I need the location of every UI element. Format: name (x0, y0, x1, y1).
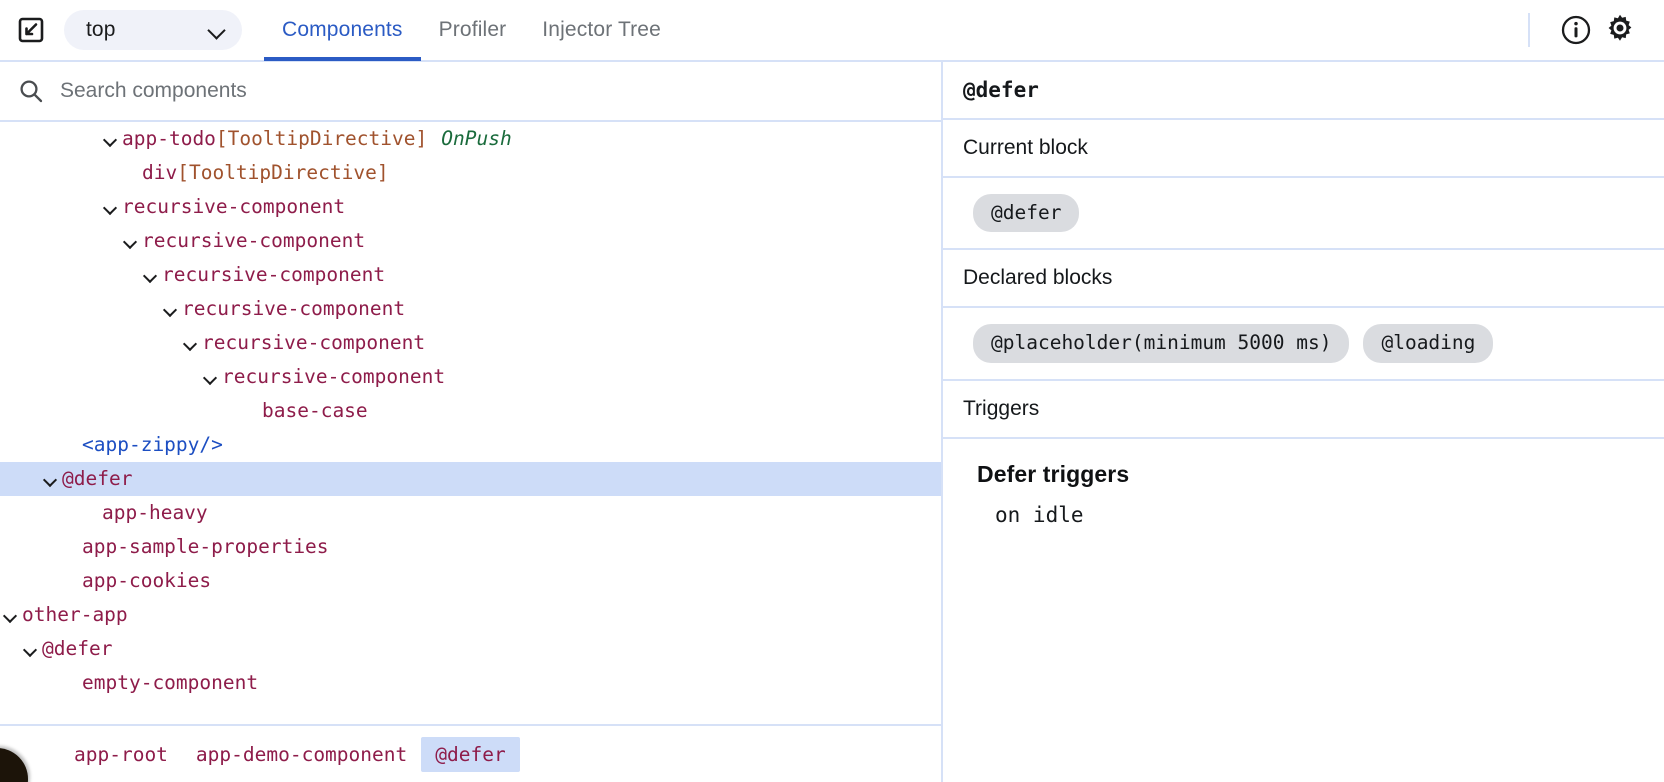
tree-toggle-spacer (240, 394, 262, 428)
tree-row[interactable]: app-todo[TooltipDirective] OnPush (0, 122, 941, 156)
tree-node-name: empty-component (82, 671, 259, 694)
section-header-triggers[interactable]: Triggers (943, 381, 1664, 439)
tree-node-change-detection-flag: OnPush (441, 127, 512, 150)
tree-node-name: recursive-component (122, 195, 346, 218)
breadcrumb-item[interactable]: app-root (74, 742, 168, 766)
tab-components[interactable]: Components (264, 0, 421, 61)
tree-row[interactable]: recursive-component (0, 224, 941, 258)
tree-node-name: base-case (262, 399, 368, 422)
toolbar-divider (1528, 13, 1530, 47)
tree-node-name: @defer (62, 467, 133, 490)
chevron-down-icon (208, 21, 226, 39)
tree-node-name: @defer (42, 637, 113, 660)
search-icon (16, 76, 46, 106)
frame-select[interactable]: top (64, 10, 242, 50)
tree-row[interactable]: recursive-component (0, 360, 941, 394)
block-chip[interactable]: @loading (1363, 324, 1494, 363)
declared-blocks-chips: @placeholder(minimum 5000 ms) @loading (943, 308, 1664, 381)
tree-node-name: recursive-component (142, 229, 366, 252)
breadcrumb: app-root app-demo-component @defer (0, 724, 941, 782)
search-bar (0, 62, 941, 120)
defer-detail-panel: @defer Current block @defer Declared blo… (943, 62, 1664, 782)
tree-row[interactable]: app-cookies (0, 564, 941, 598)
breadcrumb-item[interactable]: @defer (421, 736, 520, 772)
tree-toggle-spacer (60, 564, 82, 598)
chevron-down-icon[interactable] (0, 598, 22, 632)
section-header-current-block[interactable]: Current block (943, 120, 1664, 178)
tree-row[interactable]: recursive-component (0, 258, 941, 292)
info-circle-icon[interactable] (1554, 8, 1598, 52)
component-tree-panel: app-todo[TooltipDirective]OnPushdiv[Tool… (0, 62, 943, 782)
tree-row[interactable]: @defer (0, 632, 941, 666)
detail-filler (943, 547, 1664, 782)
tree-row[interactable]: recursive-component (0, 292, 941, 326)
tab-profiler-label: Profiler (438, 18, 507, 41)
tree-row[interactable]: other-app (0, 598, 941, 632)
chevron-down-icon[interactable] (180, 326, 202, 360)
chevron-down-icon[interactable] (40, 462, 62, 496)
block-chip[interactable]: @defer (973, 194, 1080, 233)
tree-node-name: div (142, 161, 178, 184)
tree-node-name: <app-zippy/> (82, 433, 223, 456)
tree-row[interactable]: empty-component (0, 666, 941, 700)
tree-row[interactable]: div[TooltipDirective] (0, 156, 941, 190)
tree-node-name: recursive-component (222, 365, 446, 388)
chevron-down-icon[interactable] (100, 122, 122, 156)
select-element-icon[interactable] (14, 13, 48, 47)
detail-title: @defer (943, 62, 1664, 120)
search-input[interactable] (60, 71, 941, 111)
block-chip[interactable]: @placeholder(minimum 5000 ms) (973, 324, 1350, 363)
tree-node-directive: [TooltipDirective] (215, 127, 428, 150)
tree-row[interactable]: <app-zippy/> (0, 428, 941, 462)
tree-node-name: app-sample-properties (82, 535, 329, 558)
tree-row[interactable]: app-heavy (0, 496, 941, 530)
tree-row[interactable]: base-case (0, 394, 941, 428)
toolbar-actions (1528, 8, 1664, 52)
tree-node-name: app-todo (122, 127, 216, 150)
tree-row[interactable]: app-sample-properties (0, 530, 941, 564)
chevron-down-icon[interactable] (200, 360, 222, 394)
tree-node-name: recursive-component (182, 297, 406, 320)
trigger-item: on idle (995, 502, 1084, 527)
tab-components-label: Components (282, 18, 403, 41)
tree-toggle-spacer (120, 156, 142, 190)
toolbar: top Components Profiler Injector Tree (0, 0, 1664, 62)
chevron-down-icon[interactable] (100, 190, 122, 224)
section-header-declared-blocks[interactable]: Declared blocks (943, 250, 1664, 309)
triggers-body: Defer triggers on idle (943, 439, 1664, 548)
frame-select-value: top (86, 18, 116, 41)
defer-triggers-subtitle: Defer triggers (977, 460, 1130, 487)
chevron-down-icon[interactable] (160, 292, 182, 326)
tree-node-name: recursive-component (162, 263, 386, 286)
tree-toggle-spacer (80, 496, 102, 530)
main-split: app-todo[TooltipDirective]OnPushdiv[Tool… (0, 62, 1664, 782)
tree-toggle-spacer (60, 428, 82, 462)
tree-node-directive: [TooltipDirective] (177, 161, 389, 184)
tree-row[interactable]: recursive-component (0, 326, 941, 360)
breadcrumb-item[interactable]: app-demo-component (195, 742, 408, 766)
chevron-down-icon[interactable] (120, 224, 142, 258)
tab-profiler[interactable]: Profiler (421, 0, 525, 61)
current-block-chips: @defer (943, 178, 1664, 251)
corner-artifact (0, 748, 28, 782)
tab-bar: Components Profiler Injector Tree (264, 0, 679, 61)
tree-node-name: app-heavy (102, 501, 208, 524)
tree-toggle-spacer (60, 530, 82, 564)
gear-icon[interactable] (1598, 8, 1642, 52)
tree-node-name: recursive-component (202, 331, 426, 354)
tab-injector-tree-label: Injector Tree (542, 18, 661, 41)
chevron-down-icon[interactable] (20, 632, 42, 666)
chevron-down-icon[interactable] (140, 258, 162, 292)
tree-node-name: other-app (22, 603, 128, 626)
tree-row[interactable]: @defer (0, 462, 941, 496)
tree-node-name: app-cookies (82, 569, 212, 592)
tree-toggle-spacer (60, 666, 82, 700)
tab-injector-tree[interactable]: Injector Tree (524, 0, 679, 61)
tree-row[interactable]: recursive-component (0, 190, 941, 224)
